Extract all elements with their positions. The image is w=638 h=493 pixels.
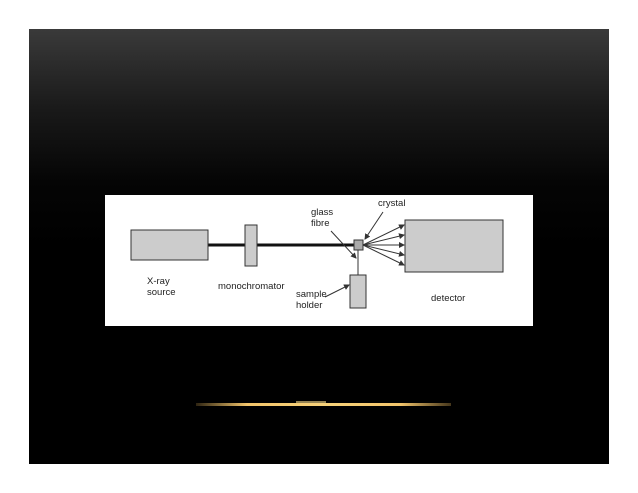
xray-source-box [130,229,209,261]
sample-holder-pointer-arrow [324,284,350,298]
diagram-drawing [130,211,504,309]
diffracted-ray [362,224,405,246]
detector-box [404,219,504,273]
monochromator-box [244,224,258,267]
xray-source-label: X-ray source [147,276,176,298]
diffracted-rays [362,224,405,266]
accent-underline-highlight [296,401,326,403]
crystal-label: crystal [378,198,406,209]
glass-fibre-label: glass fibre [311,207,334,229]
detector-label: detector [431,293,466,304]
diffracted-ray [362,244,405,257]
diffracted-ray [362,244,405,266]
crystal-box [353,239,364,251]
sample-holder-box [349,274,367,309]
diffracted-ray [362,233,405,246]
accent-underline [196,403,451,406]
glass-fibre-pointer-arrow [330,230,357,259]
sample-holder-label: sample holder [296,289,327,311]
monochromator-label: monochromator [218,281,285,292]
xray-diffractometer-diagram: X-ray source monochromator glass fibre c… [105,195,533,326]
crystal-pointer-arrow [364,211,384,240]
